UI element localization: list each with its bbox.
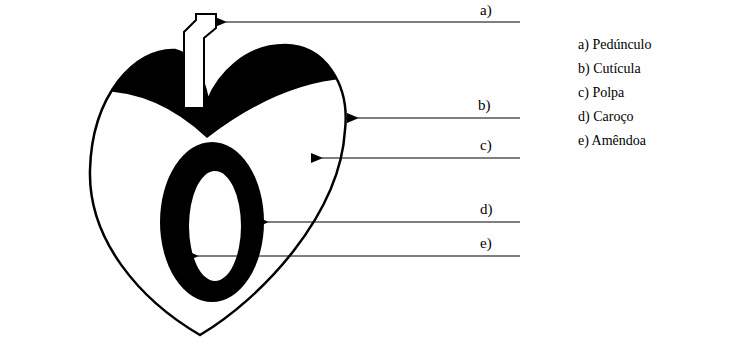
legend-entry: e) Amêndoa <box>578 133 646 149</box>
fruit-outline <box>90 45 346 335</box>
stem <box>184 14 216 108</box>
dark-band <box>80 10 360 138</box>
legend-entry: b) Cutícula <box>578 61 641 77</box>
callout-letter: a) <box>480 2 492 19</box>
legend-entry: a) Pedúnculo <box>578 37 651 53</box>
leader-line <box>268 222 520 223</box>
pit <box>160 142 264 302</box>
leader-line <box>322 158 520 159</box>
callout-letter: c) <box>480 137 492 154</box>
callout-letter: e) <box>480 235 492 252</box>
legend-entry: d) Caroço <box>578 109 634 125</box>
legend-entry: c) Polpa <box>578 85 624 101</box>
leader-line <box>226 22 520 23</box>
leader-line <box>198 256 520 257</box>
callout-letter: b) <box>478 97 491 114</box>
leader-line <box>358 118 520 119</box>
kernel <box>189 171 241 281</box>
callout-letter: d) <box>480 201 493 218</box>
